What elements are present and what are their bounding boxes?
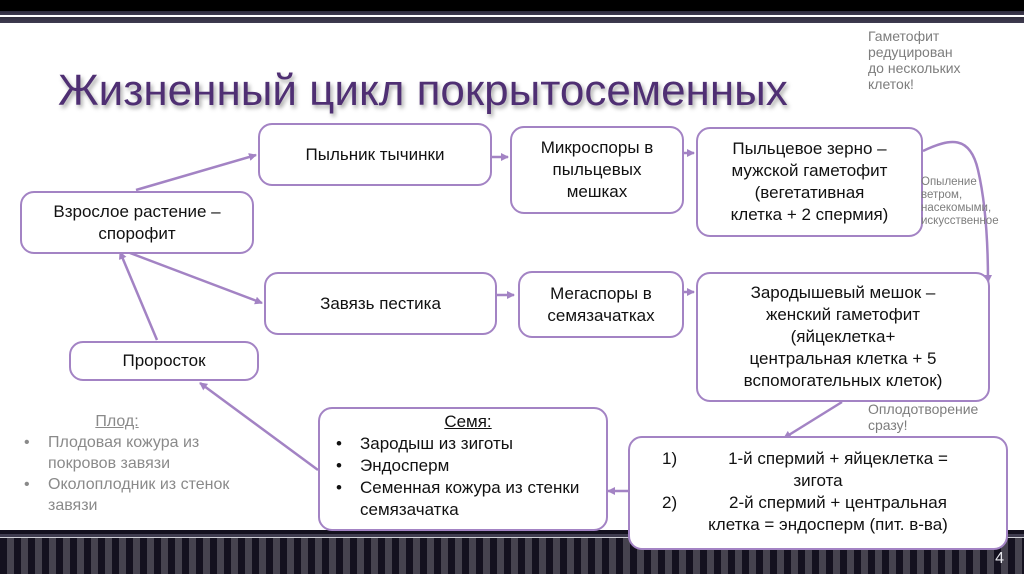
node-text: вспомогательных клеток): [743, 371, 943, 390]
slide-title: Жизненный цикл покрытосеменных: [58, 66, 788, 115]
arrow-adult-to-anther: [135, 153, 257, 192]
node-text: Завязь пестика: [320, 293, 441, 313]
node-text: (вегетативная: [754, 183, 865, 202]
note-fertilization: Оплодотворение сразу!: [868, 401, 978, 433]
step-number: 2): [662, 493, 678, 512]
note-line: насекомыми,: [921, 202, 992, 214]
node-text: Мегаспоры в: [550, 283, 652, 303]
step-text: 2-й спермий + центральная: [729, 493, 947, 512]
note-line: ветром,: [921, 189, 963, 201]
node-seedling: Проросток: [69, 341, 259, 381]
node-text: центральная клетка + 5: [749, 349, 937, 368]
node-anther: Пыльник тычинки: [258, 123, 492, 186]
note-pollination: Опыление ветром, насекомыми, искусственн…: [921, 176, 999, 228]
fruit-note: Плод: Плодовая кожура из покровов завязи…: [22, 412, 262, 516]
note-line: до нескольких: [868, 60, 961, 76]
node-text: Микроспоры в: [540, 138, 654, 157]
node-fertilization-steps: 1) 1-й спермий + яйцеклетка = зигота 2) …: [628, 436, 1008, 550]
node-text: мужской гаметофит: [731, 161, 888, 180]
node-adult-plant: Взрослое растение – спорофит: [20, 191, 254, 254]
arrow-seed-to-seedling: [199, 381, 319, 472]
note-line: Гаметофит: [868, 28, 940, 44]
step-text: 1-й спермий + яйцеклетка =: [728, 449, 948, 468]
page-number: 4: [995, 550, 1004, 567]
node-text: Пыльник тычинки: [305, 144, 445, 164]
seed-item: Эндосперм: [330, 455, 606, 477]
arrow-seedling-to-adult: [118, 251, 159, 341]
fruit-title: Плод:: [95, 413, 139, 430]
node-text: клетка + 2 спермия): [730, 205, 889, 224]
node-embryo-sac: Зародышевый мешок – женский гаметофит (я…: [696, 272, 990, 402]
node-ovary: Завязь пестика: [264, 272, 497, 335]
node-text: семязачатках: [547, 305, 655, 325]
seed-item: Семенная кожура из стенки семязачатка: [330, 477, 606, 521]
node-text: Проросток: [122, 351, 206, 370]
step-number: 1): [662, 449, 678, 468]
top-decorative-bar: [0, 0, 1024, 26]
arrow-adult-to-ovary: [129, 251, 263, 305]
note-line: клеток!: [868, 76, 914, 92]
node-pollen-grain: Пыльцевое зерно – мужской гаметофит (вег…: [696, 127, 923, 237]
step-text: зигота: [793, 471, 843, 490]
arrow-pollen-to-embryo-sac: [922, 140, 992, 283]
note-line: искусственное: [921, 215, 999, 227]
note-gametophyte-reduced: Гаметофит редуцирован до нескольких клет…: [868, 28, 961, 92]
node-text: пыльцевых: [552, 160, 642, 179]
node-seed: Семя: Зародыш из зиготы Эндосперм Семенн…: [318, 407, 608, 531]
seed-item: Зародыш из зиготы: [330, 433, 606, 455]
step-text: клетка = эндосперм (пит. в-ва): [708, 515, 948, 534]
node-microspores: Микроспоры в пыльцевых мешках: [510, 126, 684, 214]
node-text: (яйцеклетка+: [790, 327, 896, 346]
node-text: Взрослое растение –: [53, 201, 221, 221]
note-line: Оплодотворение: [868, 401, 979, 417]
fruit-item: Плодовая кожура из покровов завязи: [22, 432, 262, 474]
fertilization-step-2: 2) 2-й спермий + центральная клетка = эн…: [638, 492, 998, 536]
note-line: Опыление: [921, 176, 977, 188]
node-text: спорофит: [98, 223, 176, 243]
node-text: мешках: [566, 182, 628, 201]
note-line: редуцирован: [868, 44, 953, 60]
node-text: женский гаметофит: [765, 305, 921, 324]
arrow-embryo-sac-to-fertilization: [783, 400, 843, 440]
fertilization-step-1: 1) 1-й спермий + яйцеклетка = зигота: [638, 448, 998, 492]
node-text: Пыльцевое зерно –: [732, 139, 887, 158]
node-megaspores: Мегаспоры в семязачатках: [518, 271, 684, 338]
note-line: сразу!: [868, 417, 908, 433]
fruit-item: Околоплодник из стенок завязи: [22, 474, 262, 516]
node-text: Зародышевый мешок –: [750, 283, 936, 302]
seed-title: Семя:: [444, 412, 492, 431]
